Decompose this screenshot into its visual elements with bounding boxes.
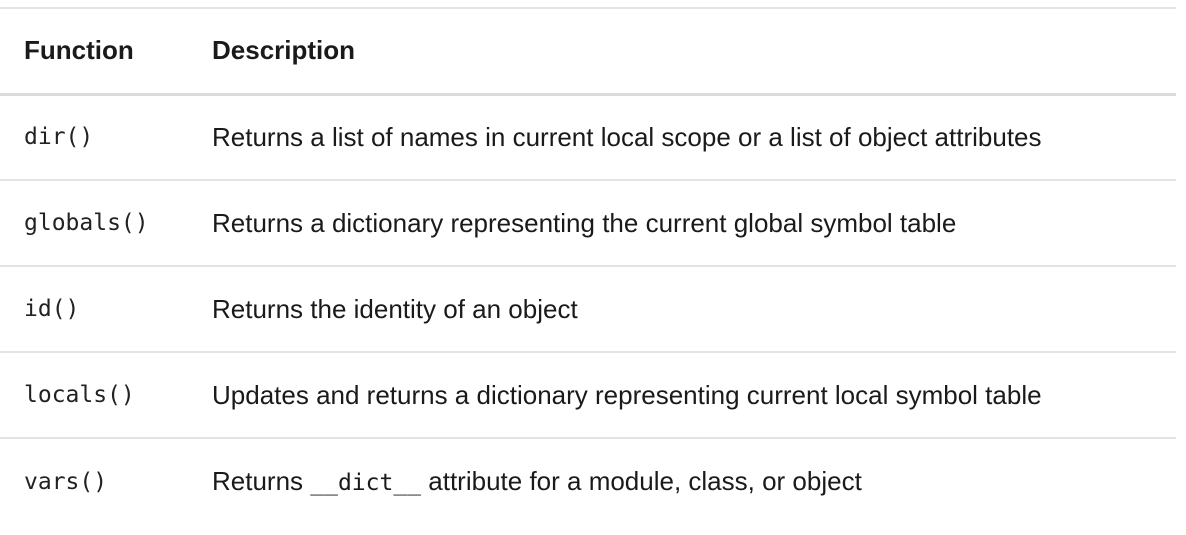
table-header: Function Description xyxy=(0,8,1176,94)
column-header-description: Description xyxy=(212,35,356,66)
header-row: Function Description xyxy=(0,8,1176,94)
table-row: dir() Returns a list of names in current… xyxy=(0,94,1176,180)
table-row: vars() Returns __dict__ attribute for a … xyxy=(0,438,1176,524)
table-row: globals() Returns a dictionary represent… xyxy=(0,180,1176,266)
description-cell: Returns a dictionary representing the cu… xyxy=(212,207,957,238)
function-table: Function Description dir() Returns a lis… xyxy=(0,7,1176,524)
description-cell: Updates and returns a dictionary represe… xyxy=(212,379,1042,410)
table-row: locals() Updates and returns a dictionar… xyxy=(0,352,1176,438)
table-row: id() Returns the identity of an object xyxy=(0,266,1176,352)
function-name-cell: id() xyxy=(24,296,80,322)
description-cell: Returns __dict__ attribute for a module,… xyxy=(188,438,1176,524)
description-cell: Returns a list of names in current local… xyxy=(212,121,1042,152)
description-cell: Returns the identity of an object xyxy=(212,293,578,324)
table-body: dir() Returns a list of names in current… xyxy=(0,94,1176,524)
description-prefix: Returns xyxy=(212,466,311,496)
function-name-cell: dir() xyxy=(24,124,94,151)
function-name-cell: globals() xyxy=(24,210,149,236)
column-header-function: Function xyxy=(24,35,134,66)
function-table-container: Function Description dir() Returns a lis… xyxy=(0,7,1186,535)
description-suffix: attribute for a module, class, or object xyxy=(421,466,862,496)
function-name-cell: vars() xyxy=(24,468,108,495)
dict-attribute-code: __dict__ xyxy=(310,470,422,496)
function-name-cell: locals() xyxy=(24,382,135,408)
